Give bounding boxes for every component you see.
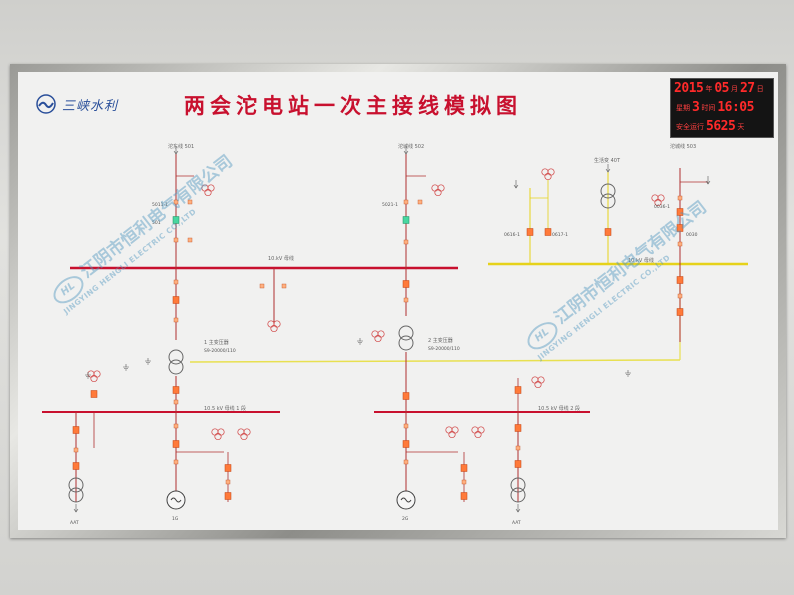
generator-branch-1: 1G 10.5 kV 母线 1 段 — [166, 405, 251, 522]
feeder-line-1: 沱东线 501 5011-1 501 — [152, 143, 215, 268]
svg-text:AAT: AAT — [512, 520, 521, 526]
svg-text:生活变 40T: 生活变 40T — [594, 157, 621, 164]
clock-day: 27 — [739, 81, 755, 96]
diagram-title: 两会沱电站一次主接线模拟图 — [184, 93, 522, 118]
logo-text: 三峡水利 — [62, 98, 119, 114]
clock-weekday-label: 星期 — [676, 103, 690, 112]
svg-text:5021-1: 5021-1 — [382, 202, 398, 208]
clock-safe-unit: 天 — [737, 122, 745, 131]
clock-day-unit: 日 — [756, 84, 764, 93]
clock-time-row: 星期 3 时间 16:05 — [671, 98, 773, 117]
clock-safety-row: 安全运行 5625 天 — [671, 117, 773, 136]
mimic-board: 三峡水利 两会沱电站一次主接线模拟图 2015 年 05 月 27 日 星期 3… — [18, 72, 778, 530]
bus-coupler-grounding — [84, 369, 632, 379]
main-transformer-left: 1 主变压器 S9-20000/110 — [122, 268, 236, 412]
svg-text:10 kV 母线: 10 kV 母线 — [628, 257, 654, 264]
feeder-10kv-left: 0616-1 0617-1 — [504, 168, 568, 264]
aux-branch-right: AAT — [510, 376, 545, 526]
wave-logo-icon — [36, 94, 56, 114]
svg-text:2 主变压器: 2 主变压器 — [428, 337, 453, 344]
svg-text:沱城线 503: 沱城线 503 — [670, 143, 696, 150]
clock-year-unit: 年 — [705, 84, 713, 93]
feeder-line-2: 沱城线 502 5021-1 — [382, 143, 445, 316]
station-service-left: 10.kV 母线 — [259, 255, 294, 333]
clock-time-label: 时间 — [701, 103, 716, 112]
clock-weekday: 3 — [692, 100, 700, 115]
clock-month: 05 — [714, 81, 729, 96]
svg-text:10.kV 母线: 10.kV 母线 — [268, 255, 294, 262]
svg-text:5011-1: 5011-1 — [152, 202, 168, 208]
clock-safe-label: 安全运行 — [676, 122, 704, 131]
clock-year: 2015 — [674, 81, 704, 96]
generator-branch-2: 2G 10.5 kV 母线 2 段 — [396, 405, 580, 522]
clock-date-row: 2015 年 05 月 27 日 — [671, 79, 773, 98]
svg-text:AAT: AAT — [70, 520, 79, 526]
svg-text:0616-1: 0616-1 — [504, 232, 520, 238]
svg-text:0036-1: 0036-1 — [654, 204, 670, 210]
svg-text:1G: 1G — [172, 516, 179, 522]
svg-text:S9-20000/110: S9-20000/110 — [428, 346, 460, 352]
svg-text:沱城线 502: 沱城线 502 — [398, 143, 424, 150]
svg-text:2G: 2G — [402, 516, 409, 522]
station-transformer: 生活变 40T — [594, 157, 621, 264]
svg-text:S9-20000/110: S9-20000/110 — [204, 348, 236, 354]
single-line-diagram: 沱东线 501 5011-1 501 1 主变压器 S9-20000/110 1… — [42, 143, 748, 526]
svg-text:10.5 kV 母线 1 段: 10.5 kV 母线 1 段 — [204, 405, 246, 412]
svg-text:0617-1: 0617-1 — [552, 232, 568, 238]
clock-safe-days: 5625 — [706, 119, 736, 134]
aux-branch-left: AAT — [68, 370, 101, 526]
clock-month-unit: 月 — [730, 84, 738, 93]
svg-text:10.5 kV 母线 2 段: 10.5 kV 母线 2 段 — [538, 405, 580, 412]
svg-text:沱东线 501: 沱东线 501 — [168, 143, 194, 150]
svg-text:1 主变压器: 1 主变压器 — [204, 339, 229, 346]
led-clock: 2015 年 05 月 27 日 星期 3 时间 16:05 安全运行 5625… — [670, 78, 774, 138]
svg-text:0030: 0030 — [686, 232, 698, 238]
logo: 三峡水利 — [36, 94, 118, 114]
main-transformer-right: 2 主变压器 S9-20000/110 — [356, 268, 460, 412]
clock-time: 16:05 — [717, 100, 754, 115]
svg-text:501: 501 — [152, 220, 161, 226]
feeder-line-3: 沱城线 503 0036-1 0030 10 kV 母线 — [628, 143, 711, 342]
